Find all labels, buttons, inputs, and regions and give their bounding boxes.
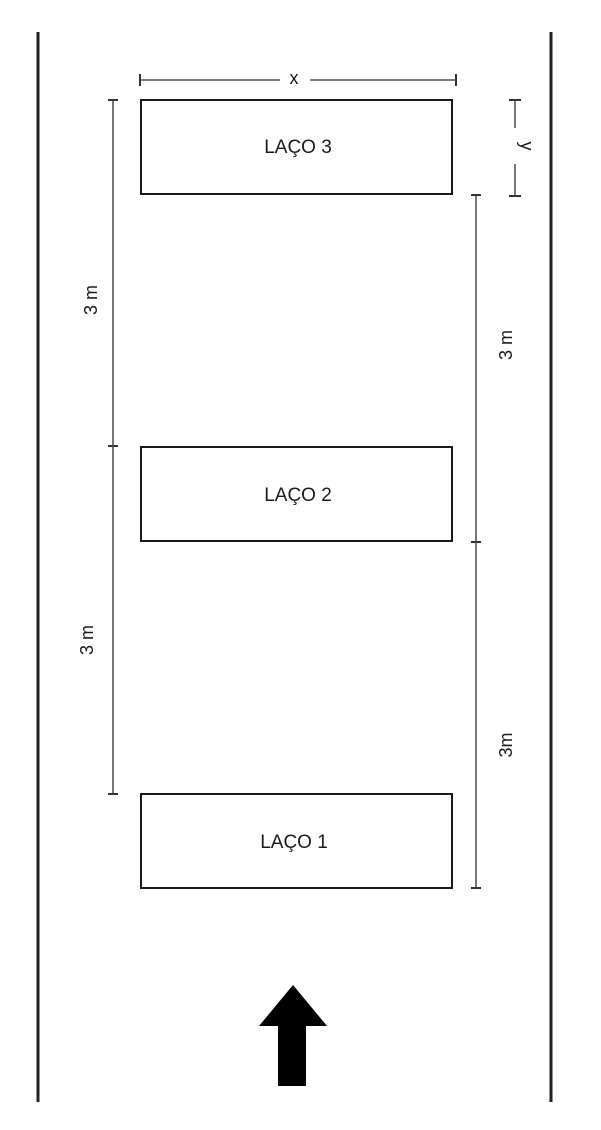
left-dimension-bottom: 3 m (77, 446, 118, 795)
height-dimension: y (509, 99, 537, 197)
loop-2: LAÇO 2 (140, 446, 453, 542)
left-dimension-top: 3 m (81, 99, 118, 447)
loop-3-label: LAÇO 3 (264, 137, 332, 158)
height-label: y (517, 142, 537, 151)
left-top-spacing-label: 3 m (81, 285, 101, 315)
width-label: x (290, 68, 299, 88)
width-dimension: x (139, 68, 457, 88)
loop-3: LAÇO 3 (140, 99, 453, 195)
loop-1: LAÇO 1 (140, 793, 453, 889)
right-dimension-top: 3 m (471, 194, 516, 543)
loop-1-label: LAÇO 1 (260, 832, 328, 853)
arrow-up-icon (259, 985, 327, 1086)
right-top-spacing-label: 3 m (496, 330, 516, 360)
right-dimension-bottom: 3m (471, 542, 516, 889)
left-bottom-spacing-label: 3 m (77, 625, 97, 655)
right-bottom-spacing-label: 3m (496, 732, 516, 757)
loop-2-label: LAÇO 2 (264, 485, 332, 506)
